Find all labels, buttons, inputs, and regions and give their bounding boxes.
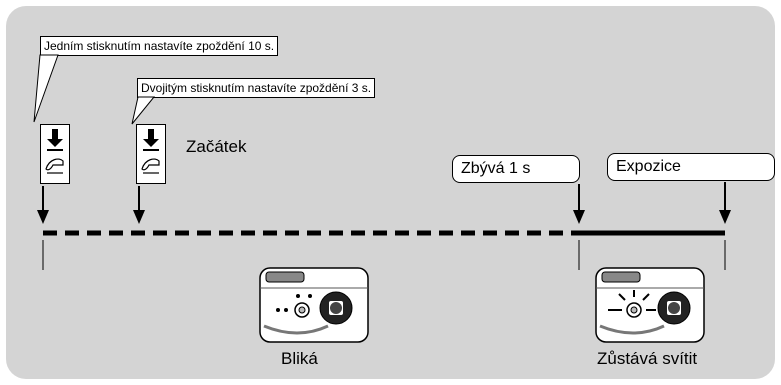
camera-steady-illustration: [595, 267, 705, 343]
arrow-single: [37, 186, 49, 224]
start-label: Začátek: [186, 137, 247, 156]
arrow-remaining: [573, 184, 585, 224]
arrow-double: [133, 186, 145, 224]
shutter-press-icon: [141, 129, 160, 174]
callout-double-press-tail: [131, 96, 156, 125]
caption-steady: Zůstává svítit: [597, 349, 698, 368]
callout-double-press: Dvojitým stisknutím nastavíte zpoždění 3…: [137, 78, 376, 98]
callout-single-press: Jedním stisknutím nastavíte zpoždění 10 …: [40, 36, 279, 56]
camera-blinking-illustration: [259, 267, 369, 343]
shutter-press-icon: [45, 129, 64, 174]
remaining-pill: Zbývá 1 s: [452, 155, 580, 183]
exposure-pill: Expozice: [607, 153, 775, 181]
arrow-exposure: [719, 182, 731, 224]
shutter-press-card-single: [40, 124, 70, 184]
shutter-press-card-double: [136, 124, 166, 184]
callout-single-press-tail: [33, 54, 59, 123]
caption-blinking: Bliká: [281, 349, 318, 368]
